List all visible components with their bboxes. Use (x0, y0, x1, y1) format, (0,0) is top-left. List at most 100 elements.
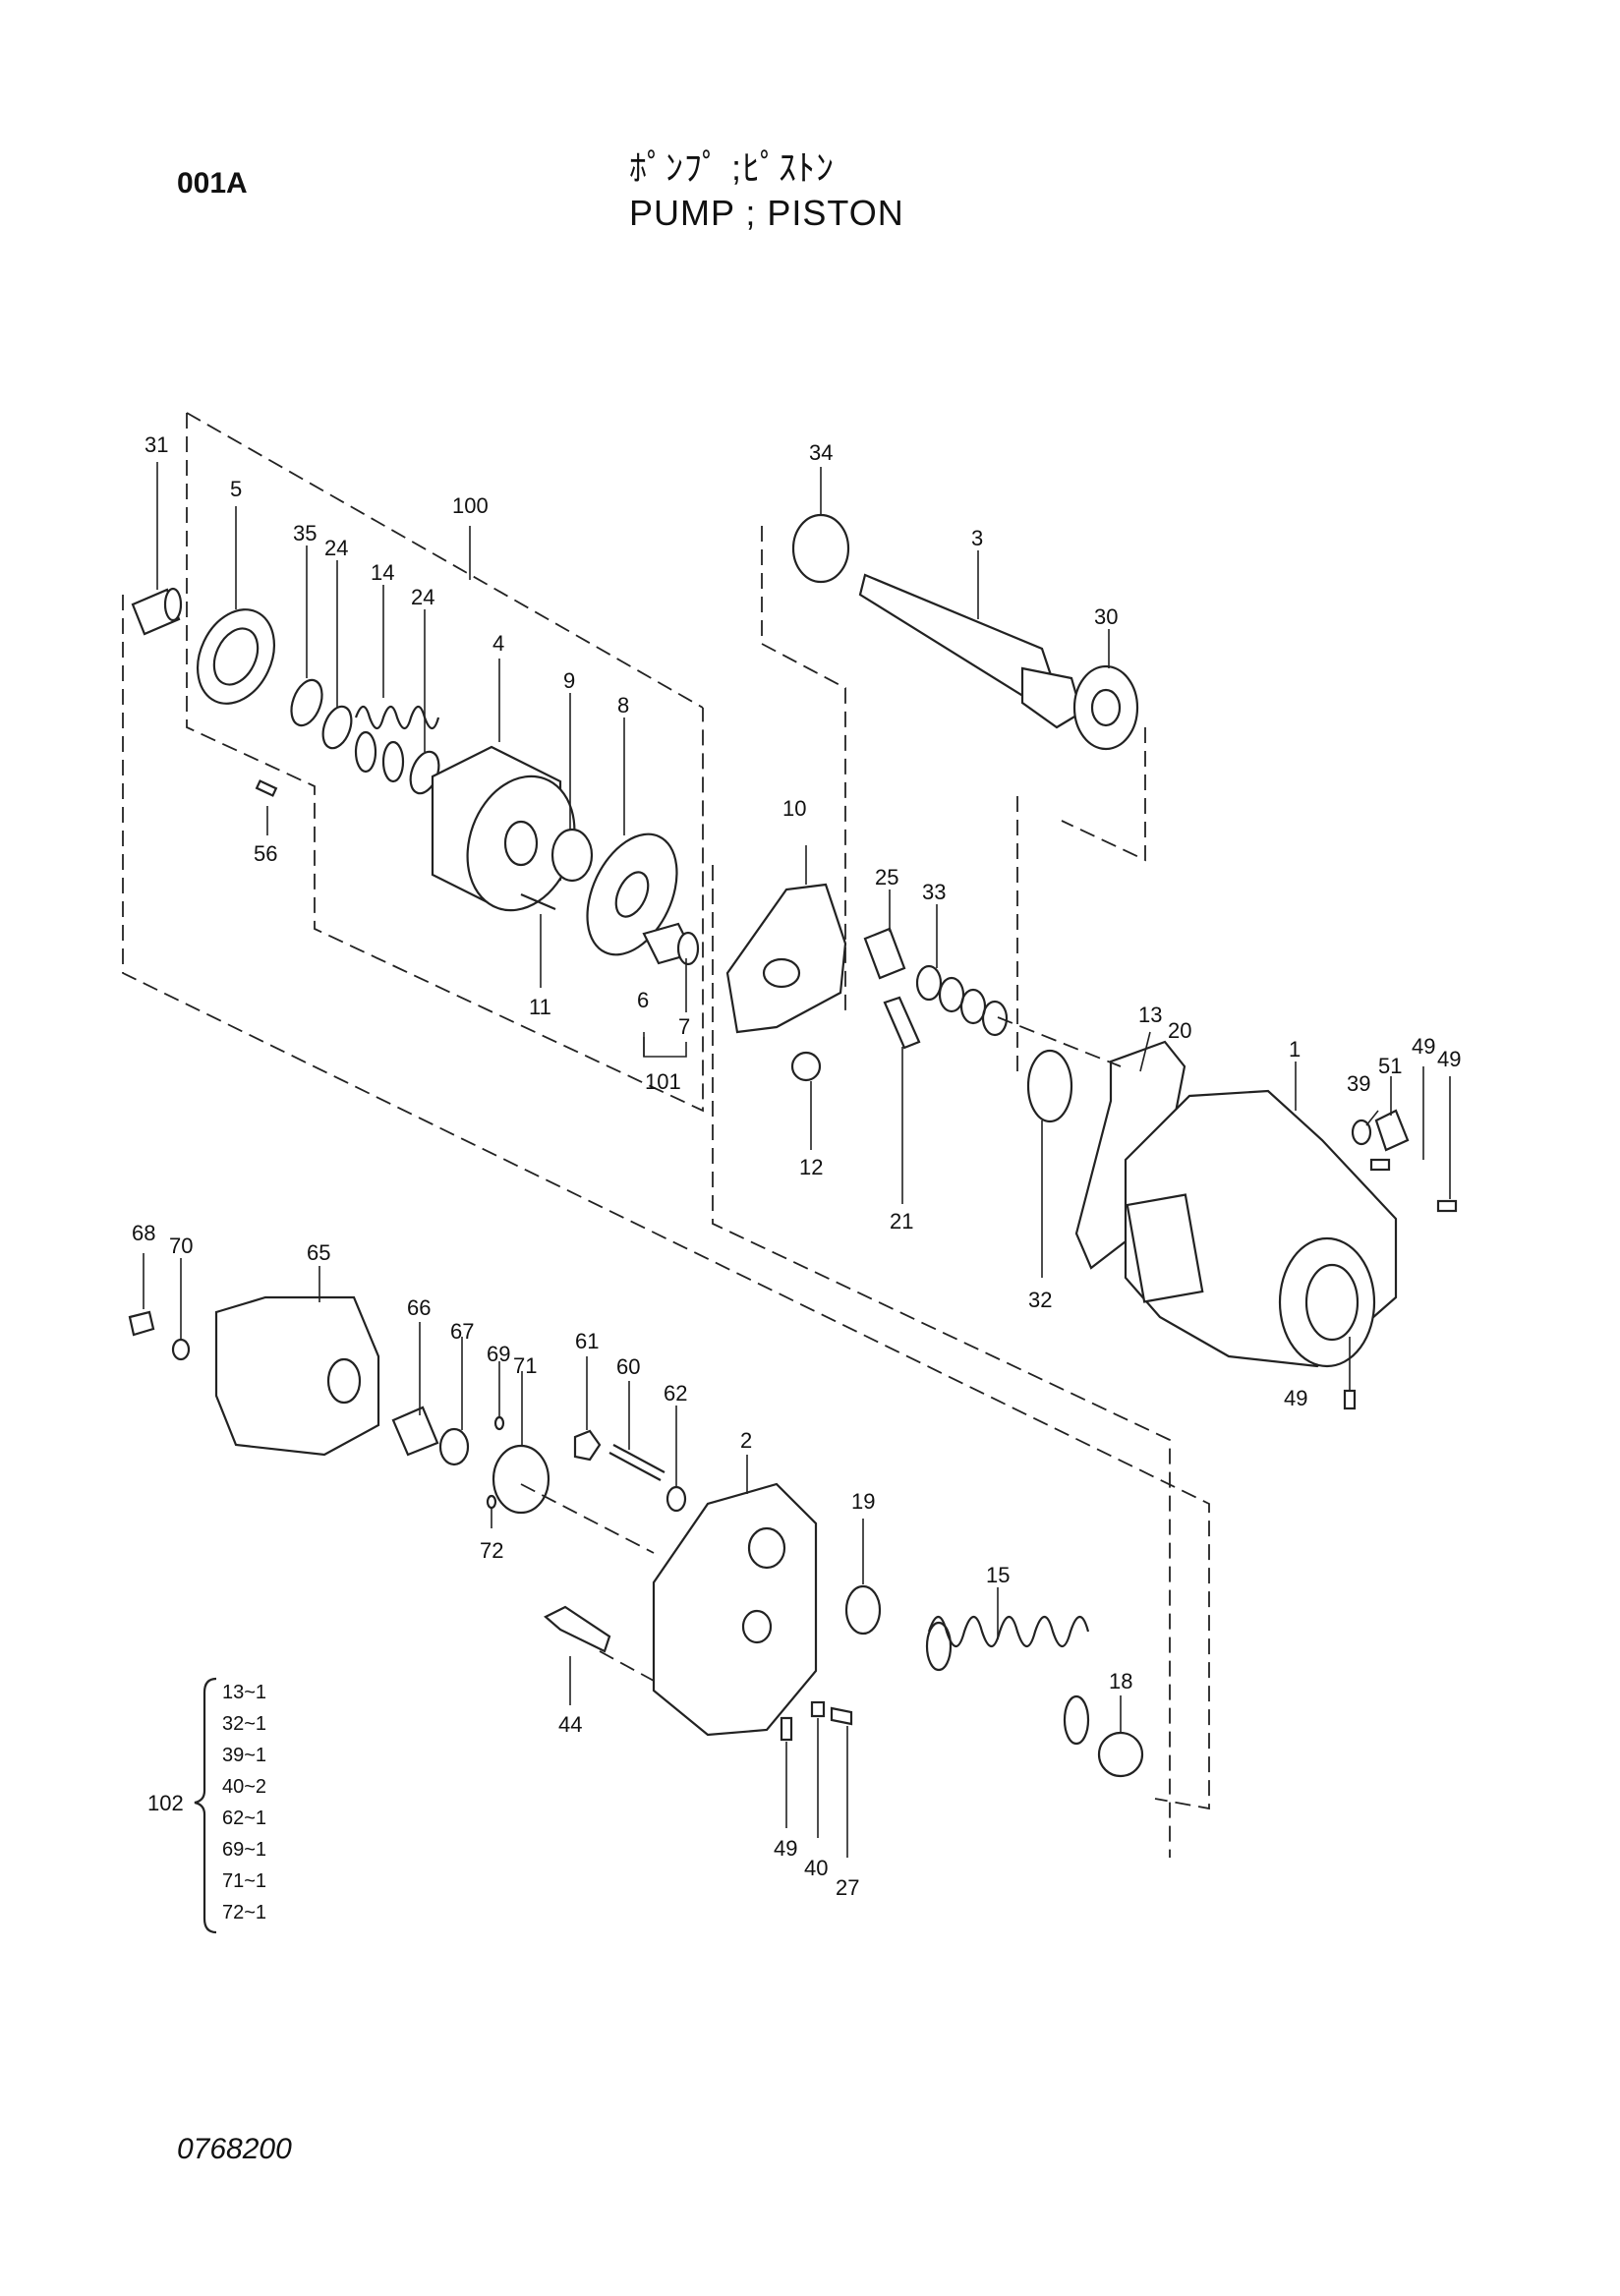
callout-18: 18 (1109, 1669, 1132, 1693)
boundary-bearing-group (1061, 727, 1146, 862)
part-32-oil-seal (1026, 1049, 1073, 1123)
part-14-spring (354, 705, 440, 783)
part-67-ring (438, 1427, 470, 1466)
part-49-set-screw-d (780, 1716, 793, 1742)
part-61-nut (573, 1429, 602, 1462)
part-51-plug (1374, 1109, 1410, 1152)
callout-68: 68 (132, 1221, 155, 1245)
part-10-swash-plate (725, 883, 847, 1034)
part-25-piston (863, 927, 906, 980)
callout-35: 35 (293, 521, 317, 545)
callout-39: 39 (1347, 1071, 1370, 1096)
callout-1: 1 (1289, 1037, 1301, 1062)
callout-67: 67 (450, 1319, 474, 1344)
part-9-spherical-bush (550, 828, 594, 883)
boundary-swashplate-group (712, 865, 1171, 1858)
callout-71: 71 (513, 1353, 537, 1378)
kit-item: 69~1 (222, 1839, 266, 1861)
callout-labels: 31 5 35 24 14 24 100 4 9 8 56 11 6 7 101… (132, 432, 1461, 1900)
callout-101: 101 (645, 1069, 681, 1094)
callout-65: 65 (307, 1240, 330, 1265)
callout-49b: 49 (1437, 1047, 1461, 1071)
callout-20: 20 (1168, 1018, 1191, 1043)
part-70-washer (171, 1338, 191, 1361)
part-49-set-screw-c (1343, 1389, 1357, 1410)
assembly-boundary-100-top (186, 412, 704, 709)
callout-66: 66 (407, 1295, 431, 1320)
kit-item: 40~2 (222, 1776, 266, 1798)
page-code: 001A (177, 167, 248, 200)
part-12-ball (790, 1051, 822, 1082)
callout-14: 14 (371, 560, 394, 585)
callout-15: 15 (986, 1563, 1010, 1587)
callout-9: 9 (563, 668, 575, 693)
part-5-valve-plate (197, 608, 275, 705)
part-6-7-piston-shoe (642, 922, 700, 966)
callout-49a: 49 (1412, 1034, 1435, 1059)
kit-item: 62~1 (222, 1808, 266, 1829)
boundary-shaft-group (761, 526, 846, 1017)
part-49-set-screw-a (1369, 1158, 1391, 1172)
part-39-o-ring (1351, 1119, 1372, 1146)
part-44-bolt (544, 1605, 611, 1653)
callout-5: 5 (230, 477, 242, 501)
part-19-spring-seat (844, 1584, 882, 1636)
callout-33: 33 (922, 880, 946, 904)
part-27-pin (830, 1706, 853, 1726)
assembly-boundary-100 (186, 413, 704, 1113)
callout-13: 13 (1138, 1003, 1162, 1027)
callout-24a: 24 (324, 536, 348, 560)
boundary-diag-lower (520, 1483, 655, 1554)
kit-item: 71~1 (222, 1870, 266, 1892)
part-13-20-gasket (1074, 1040, 1186, 1270)
callout-51: 51 (1378, 1054, 1402, 1078)
callout-61: 61 (575, 1329, 599, 1353)
part-21-pin (883, 996, 921, 1050)
callout-11: 11 (529, 995, 551, 1019)
callout-100: 100 (452, 493, 489, 518)
part-60-screw (608, 1444, 665, 1481)
callout-4: 4 (492, 631, 504, 656)
kit-item: 72~1 (222, 1902, 266, 1923)
callout-72: 72 (480, 1538, 503, 1563)
callout-6: 6 (637, 988, 649, 1012)
part-71-o-ring (492, 1444, 550, 1515)
part-30-bearing (1072, 664, 1139, 751)
callout-40: 40 (804, 1856, 828, 1880)
callout-34: 34 (809, 440, 833, 465)
callout-10: 10 (782, 796, 806, 821)
part-56-pin (255, 779, 278, 797)
callout-30: 30 (1094, 604, 1118, 629)
callout-21: 21 (890, 1209, 913, 1234)
kit-item: 13~1 (222, 1682, 266, 1703)
part-40-plug (810, 1700, 826, 1718)
callout-31: 31 (145, 432, 168, 457)
part-62-seal (665, 1485, 687, 1513)
document-number: 0768200 (177, 2133, 292, 2165)
part-69-o-ring (493, 1415, 505, 1431)
part-34-snap-ring (791, 513, 850, 584)
part-68-bolt (128, 1310, 155, 1337)
part-33-washers (915, 964, 1009, 1037)
part-15-spring (925, 1615, 1090, 1746)
callout-32: 32 (1028, 1288, 1052, 1312)
boundary-diag-bolt (599, 1650, 655, 1682)
title-english: PUMP ; PISTON (629, 193, 904, 233)
callout-49c: 49 (1284, 1386, 1307, 1410)
part-1-pump-housing (1124, 1089, 1398, 1368)
leader-lines (143, 462, 1451, 1858)
callout-25: 25 (875, 865, 898, 890)
kit-102-list: 102 13~1 32~1 39~1 40~2 62~1 69~1 71~1 7… (147, 1677, 266, 1934)
callout-69: 69 (487, 1342, 510, 1366)
boundary-outer-left (122, 595, 1210, 1810)
callout-44: 44 (558, 1712, 582, 1737)
callout-19: 19 (851, 1489, 875, 1514)
kit-item: 39~1 (222, 1745, 266, 1766)
part-24-washer-left (321, 705, 353, 750)
callout-62: 62 (664, 1381, 687, 1406)
callout-27: 27 (836, 1875, 859, 1900)
part-18-spring-seat (1097, 1731, 1144, 1778)
part-49-set-screw-b (1436, 1199, 1458, 1213)
part-31-needle-bearing (131, 587, 183, 636)
